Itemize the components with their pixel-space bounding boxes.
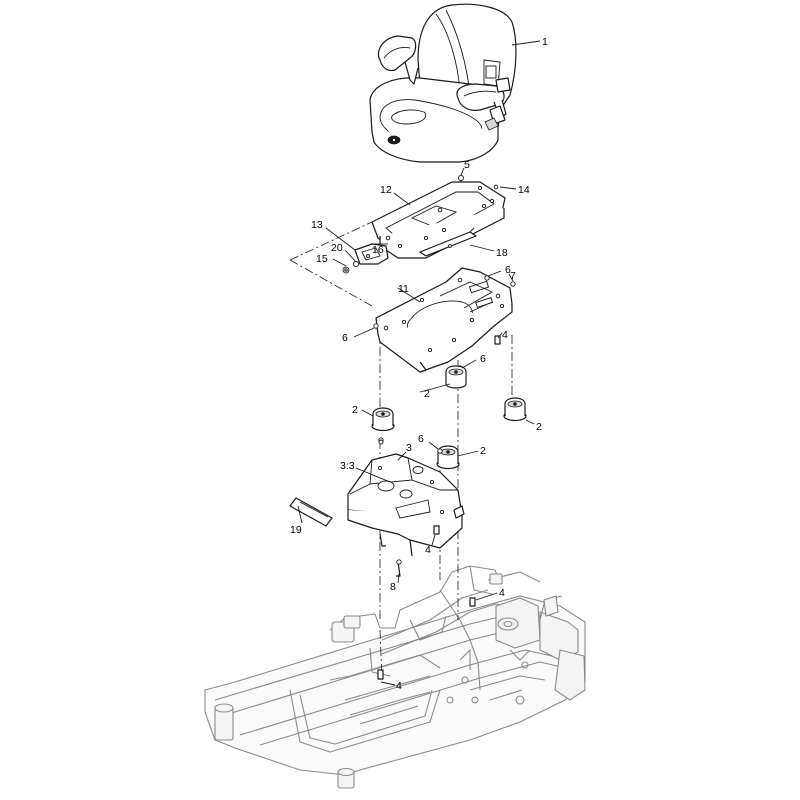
callout-2b: 2 bbox=[352, 404, 358, 416]
part-5 bbox=[458, 175, 464, 181]
isolator-mount-center bbox=[445, 365, 467, 389]
callout-2d: 2 bbox=[480, 445, 486, 457]
callout-18: 18 bbox=[496, 247, 508, 259]
callout-3-3: 3:3 bbox=[340, 460, 355, 472]
callout-19: 19 bbox=[290, 524, 302, 536]
callout-6d: 6 bbox=[418, 433, 424, 445]
callout-15: 15 bbox=[316, 253, 328, 265]
support-bracket bbox=[347, 453, 465, 557]
callout-3: 3 bbox=[406, 442, 412, 454]
callout-6c: 6 bbox=[480, 353, 486, 365]
callout-2c: 2 bbox=[536, 421, 542, 433]
callout-4c: 4 bbox=[499, 587, 505, 599]
callout-6b: 6 bbox=[342, 332, 348, 344]
fasteners-lower bbox=[377, 439, 476, 680]
callout-4b: 4 bbox=[425, 544, 431, 556]
isolator-mount-left bbox=[371, 407, 395, 432]
rod bbox=[419, 227, 477, 257]
callout-16: 16 bbox=[372, 244, 384, 256]
callout-1: 1 bbox=[542, 36, 548, 48]
callout-14: 14 bbox=[518, 184, 530, 196]
callout-12: 12 bbox=[380, 184, 392, 196]
small-hardware bbox=[342, 235, 391, 274]
callout-2a: 2 bbox=[424, 388, 430, 400]
callout-5: 5 bbox=[464, 159, 470, 171]
callout-8: 8 bbox=[390, 581, 396, 593]
chassis-frame bbox=[204, 565, 586, 789]
callout-4d: 4 bbox=[396, 680, 402, 692]
part-14 bbox=[493, 184, 499, 190]
leader-lines bbox=[297, 40, 541, 686]
seat bbox=[369, 3, 517, 163]
isolator-mount-right bbox=[503, 397, 527, 422]
callouts: 1 5 12 14 13 20 16 15 18 6 7 11 6 4 6 2 … bbox=[290, 36, 548, 692]
callout-13: 13 bbox=[311, 219, 323, 231]
decal bbox=[289, 497, 333, 527]
callout-7: 7 bbox=[510, 270, 516, 282]
callout-4a: 4 bbox=[502, 329, 508, 341]
suspension-plate bbox=[375, 267, 513, 373]
callout-20: 20 bbox=[331, 242, 343, 254]
callout-6a: 6 bbox=[505, 264, 511, 276]
callout-11: 11 bbox=[398, 283, 409, 295]
